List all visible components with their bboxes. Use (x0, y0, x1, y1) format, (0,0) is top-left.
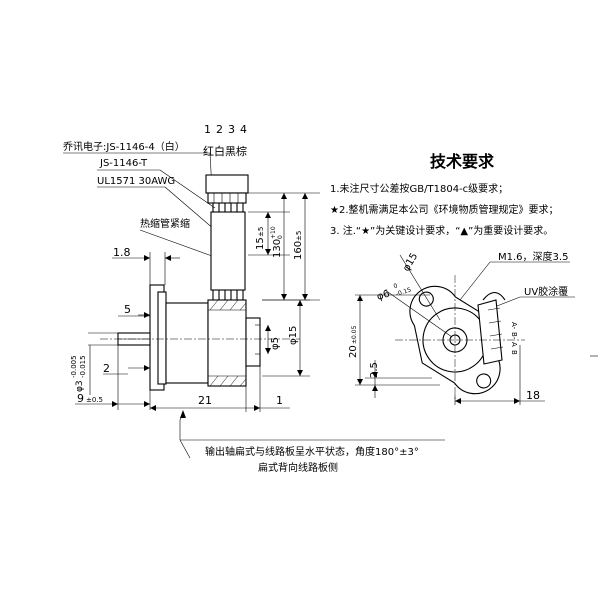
dim-phi3-tol-top: -0.005 (70, 355, 78, 378)
note-line-2: 扁式背向线路板侧 (258, 461, 338, 474)
pin-label-a-minus: A- (510, 322, 518, 330)
pin-label-b: B (510, 350, 518, 355)
dim-m16: M1.6，深度3.5 (498, 250, 568, 263)
dim-9: 9 (77, 392, 84, 405)
dim-1: 1 (276, 394, 283, 407)
dim-130-tol-bot: 0 (277, 235, 284, 239)
dim-21: 21 (198, 394, 212, 407)
requirement-2: ★2.整机需满足本公司《环境物质管理规定》要求； (330, 203, 559, 216)
terminal-spec-label: JS-1146-T (99, 158, 148, 169)
dim-160-tol: ±5 (295, 231, 303, 241)
dim-15-lead: 15 (255, 237, 266, 250)
dim-phi3: φ3 (75, 380, 85, 392)
dim-1-8: 1.8 (113, 246, 131, 259)
wire-number-4: 4 (240, 123, 247, 136)
connector-body (205, 174, 249, 204)
wire-number-2: 2 (216, 123, 223, 136)
wire-spec-label: UL1571 30AWG (97, 176, 175, 187)
dim-phi3-tol-bot: -0.015 (79, 355, 87, 378)
dim-5: 5 (124, 303, 131, 316)
wire-colors-label: 红白黑棕 (203, 144, 247, 158)
dim-9-tol: ±0.5 (86, 396, 103, 404)
dim-2: 2 (103, 362, 110, 375)
tech-requirements: 技术要求 1.未注尺寸公差按GB/T1804-c级要求； ★2.整机需满足本公司… (330, 152, 559, 237)
dim-phi6: φ6 (376, 288, 392, 302)
dim-phi15-front: φ15 (401, 251, 420, 273)
note-line-1: 输出轴扁式与线路板呈水平状态，角度180°±3° (205, 445, 419, 458)
dim-2-5: 2.5 (369, 362, 380, 378)
pin-label-b-minus: B- (510, 332, 518, 340)
requirement-1: 1.未注尺寸公差按GB/T1804-c级要求； (330, 182, 508, 195)
tech-title: 技术要求 (430, 152, 495, 171)
requirement-3: 3. 注.“★”为关键设计要求，“▲”为重要设计要求。 (330, 224, 553, 237)
dim-phi6-tol-top: 0 (393, 282, 399, 290)
bottom-note: 输出轴扁式与线路板呈水平状态，角度180°±3° 扁式背向线路板侧 (179, 410, 445, 474)
heat-shrink-label: 热缩管紧缩 (140, 217, 190, 230)
wire-number-3: 3 (228, 123, 235, 136)
dim-phi3-group: φ3 -0.005 -0.015 (70, 355, 87, 392)
dim-uv: UV胶涂覆 (524, 285, 568, 298)
leader-lines-top (63, 152, 216, 257)
connector-spec-label: 乔讯电子:JS-1146-4（白） (63, 140, 185, 153)
connector-labels: 1 2 3 4 红白黑棕 乔讯电子:JS-1146-4（白） JS-1146-T… (63, 123, 247, 230)
dim-130: 130 (272, 239, 283, 258)
dim-160: 160 (293, 241, 304, 260)
dim-130-tol-top: +10 (270, 226, 277, 239)
dim-phi15-side: φ15 (288, 326, 299, 345)
dim-20-tol: ±0.05 (351, 325, 358, 344)
wire-bundle (210, 203, 246, 305)
dim-15-lead-tol: ±5 (257, 227, 265, 237)
side-view-dimensions: 1.8 5 2 φ3 -0.005 -0.015 9 ±0.5 21 (70, 192, 320, 412)
dim-phi6-tol-bot: -0.15 (395, 286, 412, 298)
dim-18: 18 (526, 389, 540, 402)
front-view-dimensions: φ15 φ6 0 -0.15 M1.6，深度3.5 UV胶涂覆 A- B- A … (348, 250, 598, 405)
wire-number-1: 1 (204, 123, 211, 136)
dim-phi5: φ5 (270, 337, 281, 350)
dim-20: 20 (348, 345, 359, 358)
pin-label-a: A (510, 342, 518, 347)
front-view-extras (395, 275, 525, 400)
side-view-motor (100, 284, 300, 391)
